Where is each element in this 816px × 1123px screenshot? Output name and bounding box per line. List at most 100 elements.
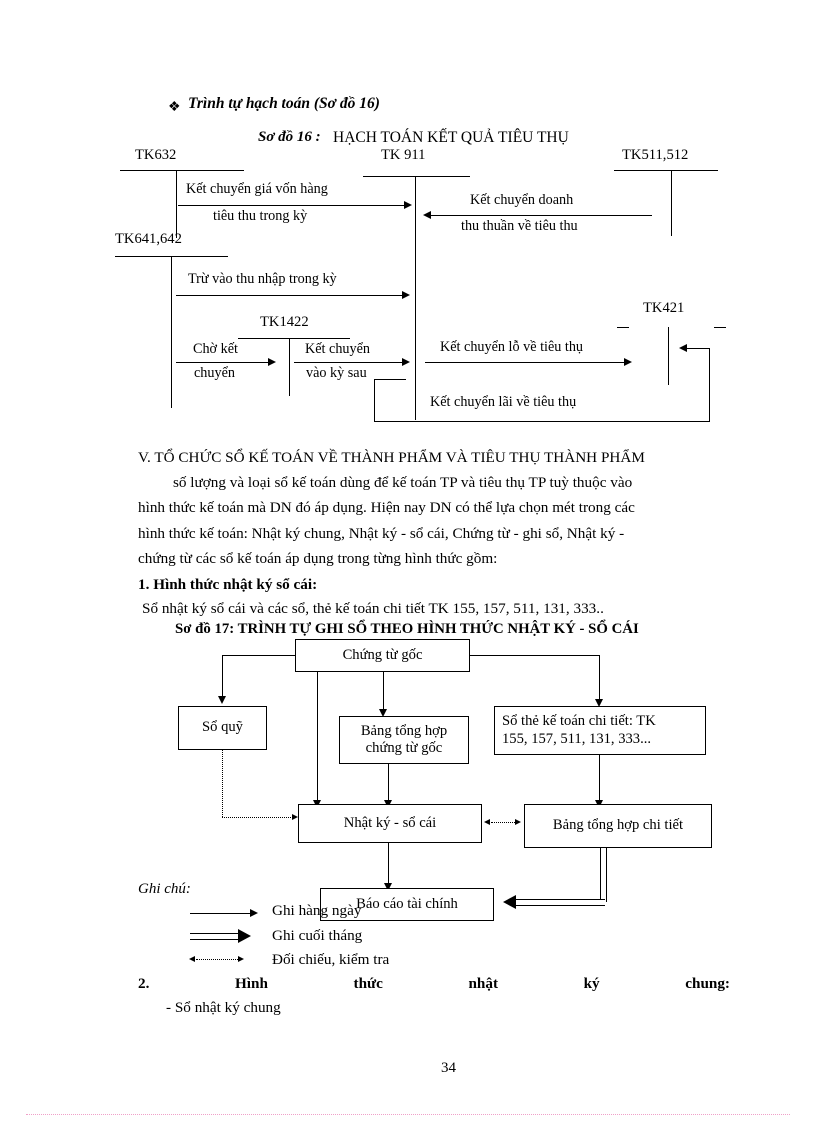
flow-label-1-line2: tiêu thu trong kỳ [213,208,308,224]
section-v-heading: V. TỔ CHỨC SỔ KẾ TOÁN VỀ THÀNH PHẨM VÀ T… [138,449,645,466]
flow-label-7: Kết chuyển lãi về tiêu thụ [430,394,577,410]
t-account-rule-tk421-left [617,327,629,328]
flow-label-6: Kết chuyển lỗ về tiêu thụ [440,339,584,355]
t-account-stem-tk641642 [171,256,172,408]
edge-soquy-dotted-h [222,817,295,818]
legend-arrow-dotted-head-right [238,956,244,962]
edge-ctg-to-sothe-h [470,655,600,656]
legend-arrow-dotted-head-left [189,956,195,962]
edge-sothe-to-bangct-v [599,755,600,801]
edge-bangct-to-bctc-double-h [516,899,605,906]
section-item-1-text: Sổ nhật ký sổ cái và các sổ, thẻ kế toán… [142,600,604,617]
legend-arrow-dotted-line [196,959,240,960]
section-v-para-line-4: chứng từ các sổ kế toán áp dụng trong từ… [138,550,498,567]
item2-part-3: nhật [468,975,499,992]
edge-ctg-to-sothe-head [595,699,603,707]
t-account-rule-tk421-right [714,327,726,328]
account-label-tk1422: TK1422 [260,314,309,330]
flow-box-nhat-ky-so-cai[interactable]: Nhật ký - sổ cái [298,804,482,843]
t-account-stem-tk911 [415,176,416,420]
edge-ctg-to-soquy-v [222,655,223,697]
t-account-stem-tk632 [176,170,177,238]
section-v-para-line-2: hình thức kế toán mà DN đó áp dụng. Hiện… [138,499,635,516]
flow-arrow-3-line [176,295,404,296]
account-label-tk632: TK632 [135,147,177,163]
t-account-rule-tk911 [363,176,470,177]
t-account-rule-tk511512 [614,170,718,171]
section-item-2: 2. Hình thức nhật ký chung: [138,975,730,993]
flow-arrow-5-line [294,362,404,363]
flow-arrow-7-bottom [374,421,710,422]
flow-arrow-7-left-stem [374,379,375,422]
legend-label-1: Ghi hàng ngày [272,902,362,919]
flow-arrow-5-head [402,358,410,366]
flow-label-1-line1: Kết chuyển giá vốn hàng [186,181,328,197]
flow-arrow-1-head [404,201,412,209]
edge-soquy-dotted-head [292,814,298,820]
flow-box-chung-tu-goc-label: Chứng từ gốc [342,646,423,663]
legend-arrow-single-head [250,909,258,917]
flow-label-3: Trừ vào thu nhập trong kỳ [188,271,337,287]
flow-arrow-2-head [423,211,431,219]
section-item-2-text: - Sổ nhật ký chung [166,999,281,1016]
footer-rule [26,1114,790,1115]
page-number: 34 [441,1060,456,1076]
edge-bangth-to-nksc-v [388,764,389,801]
flow-arrow-2-line [430,215,652,216]
flow-box-bang-tong-hop-chung-tu-goc[interactable]: Bảng tổng hợp chứng từ gốc [339,716,469,764]
legend-arrow-single-line [190,913,252,914]
account-label-tk421: TK421 [643,300,685,316]
flow-label-5-line2: vào kỳ sau [306,365,367,381]
edge-ctg-to-bangth-v [383,672,384,710]
diagram16-title-main: HẠCH TOÁN KẾT QUẢ TIÊU THỤ [333,129,569,146]
flow-box-bao-cao-tai-chinh-label: Báo cáo tài chính [356,895,458,912]
flow-box-chung-tu-goc[interactable]: Chứng từ gốc [295,639,470,672]
edge-nksc-to-bctc-v [388,843,389,884]
flow-box-bang-tong-hop-chi-tiet[interactable]: Bảng tổng hợp chi tiết [524,804,712,848]
edge-nksc-bangct-head-left [484,819,490,825]
item2-part-1: Hình [234,975,268,992]
flow-box-bao-cao-tai-chinh[interactable]: Báo cáo tài chính [320,888,494,921]
legend-arrow-double-head [238,929,251,943]
heading-text: Trình tự hạch toán (Sơ đồ 16) [188,95,380,112]
legend-label-3: Đối chiếu, kiểm tra [272,951,390,968]
flow-arrow-1-line [178,205,406,206]
account-label-tk911: TK 911 [381,147,426,163]
item2-part-0: 2. [138,975,150,992]
edge-ctg-to-soquy-h [222,655,296,656]
flow-arrow-4-head [268,358,276,366]
account-label-tk641642: TK641,642 [115,231,182,247]
flow-box-bang-tong-hop-chi-tiet-label: Bảng tổng hợp chi tiết [552,817,684,834]
flow-arrow-7-head [679,344,687,352]
flow-box-bang-tong-hop-chung-tu-goc-label: Bảng tổng hợp chứng từ gốc [360,722,448,756]
diagram-17: Sơ đồ 17: TRÌNH TỰ GHI SỔ THEO HÌNH THỨC… [138,621,712,968]
item2-part-2: thức [353,975,383,992]
flow-box-so-quy-label: Sổ quỹ [202,719,243,736]
legend-title: Ghi chú: [138,881,191,897]
flow-label-5-line1: Kết chuyển [305,341,371,357]
flow-label-4-line1: Chờ kết [193,341,238,357]
t-account-stem-tk421 [668,327,669,385]
edge-nksc-bangct-head-right [515,819,521,825]
flow-arrow-6-head [624,358,632,366]
t-account-rule-tk1422 [238,338,350,339]
edge-ctg-to-sothe-v [599,655,600,700]
diagram17-title: Sơ đồ 17: TRÌNH TỰ GHI SỔ THEO HÌNH THỨC… [175,621,639,637]
edge-soquy-dotted-v [222,750,223,817]
flow-arrow-4-line [176,362,270,363]
flow-arrow-7-top-left [374,379,406,380]
item2-part-4: ký [583,975,600,992]
t-account-stem-tk1422 [289,338,290,396]
section-v-para-line-3: hình thức kế toán: Nhật ký chung, Nhật k… [138,525,625,542]
flow-box-so-the-ke-toan-chi-tiet[interactable]: Sổ thẻ kế toán chi tiết: TK 155, 157, 51… [494,706,706,755]
edge-bangct-to-bctc-head [503,895,516,909]
flow-box-so-quy[interactable]: Sổ quỹ [178,706,267,750]
legend-label-2: Ghi cuối tháng [272,927,363,944]
t-account-stem-tk511512 [671,170,672,236]
edge-ctg-to-soquy-head [218,696,226,704]
flow-label-2-line1: Kết chuyển doanh [470,192,574,208]
flow-arrow-6-line [425,362,626,363]
flow-label-4-line2: chuyển [194,365,235,381]
flow-box-so-the-ke-toan-chi-tiet-label: Sổ thẻ kế toán chi tiết: TK 155, 157, 51… [502,713,656,747]
